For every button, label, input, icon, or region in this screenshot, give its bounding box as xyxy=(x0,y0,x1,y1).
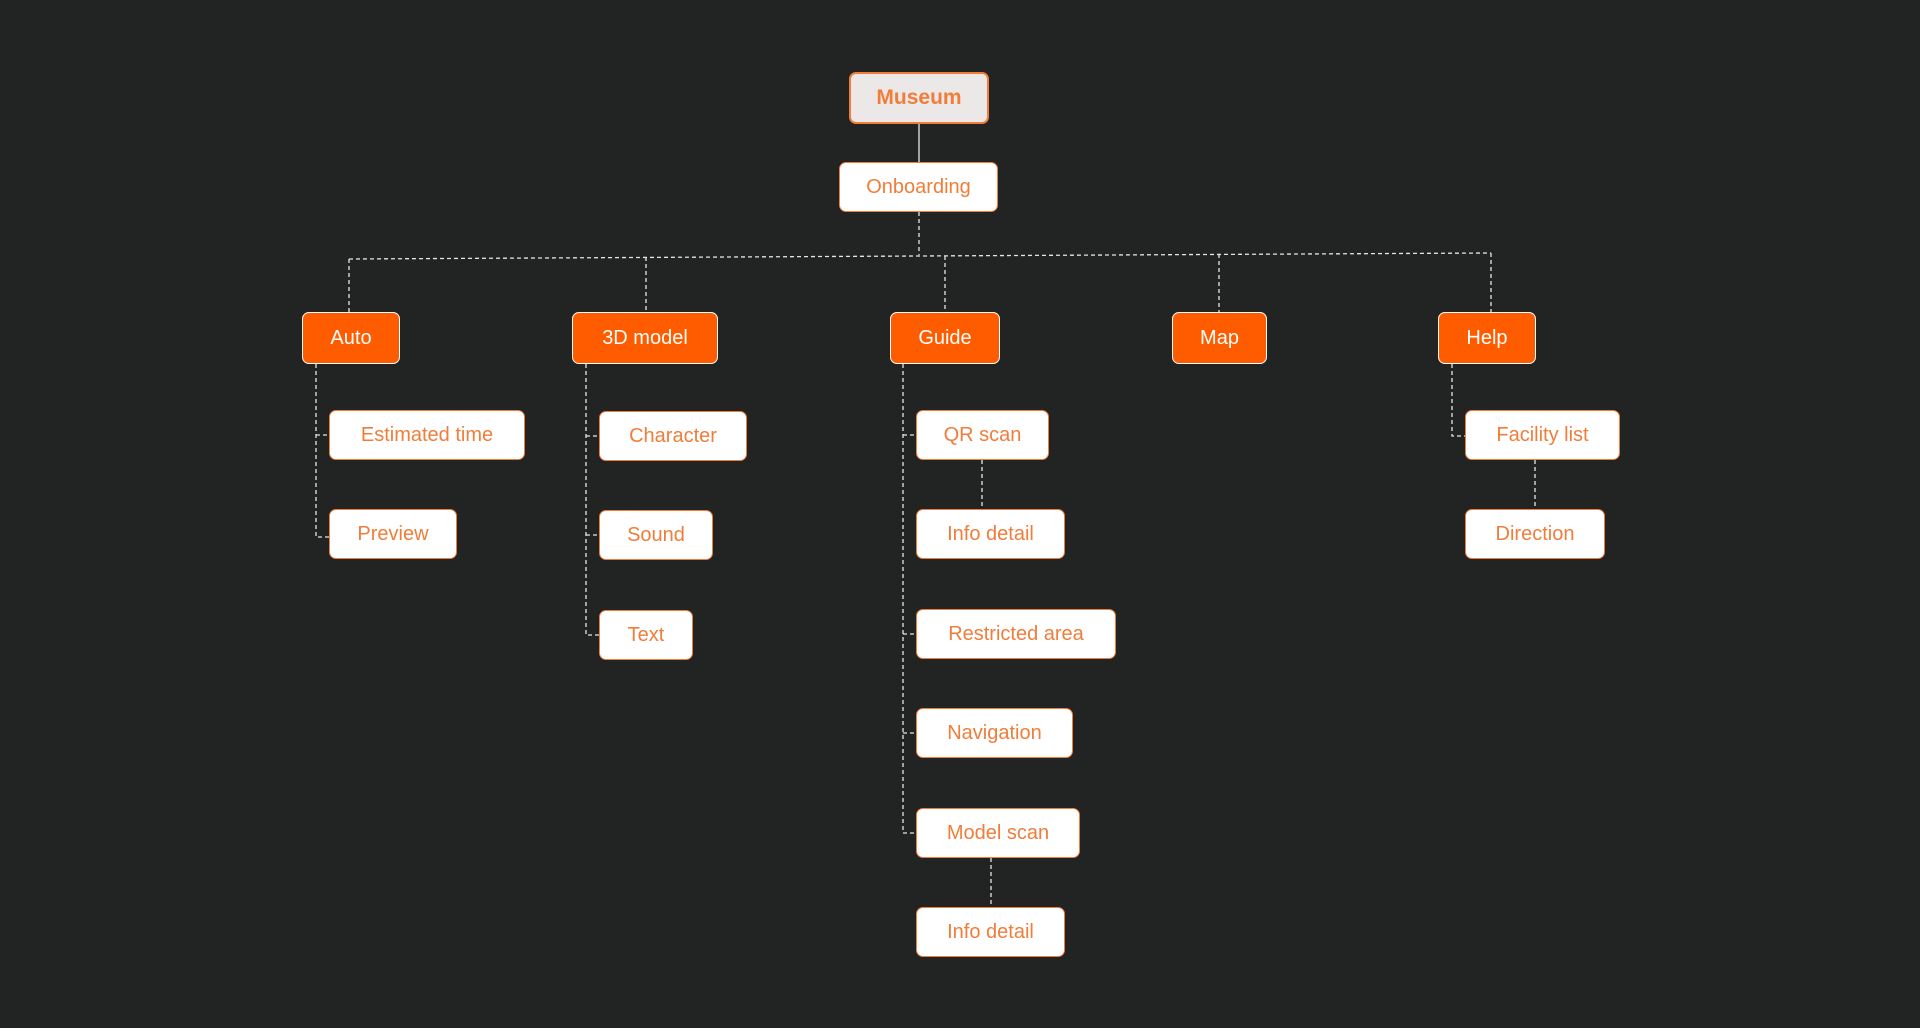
node-restricted-area[interactable]: Restricted area xyxy=(916,609,1116,659)
node-auto[interactable]: Auto xyxy=(302,312,400,364)
node-museum[interactable]: Museum xyxy=(849,72,989,124)
node-3d-model[interactable]: 3D model xyxy=(572,312,718,364)
node-character[interactable]: Character xyxy=(599,411,747,461)
node-sound[interactable]: Sound xyxy=(599,510,713,560)
node-navigation[interactable]: Navigation xyxy=(916,708,1073,758)
connector-auto-spine xyxy=(315,364,329,538)
node-text[interactable]: Text xyxy=(599,610,693,660)
node-help[interactable]: Help xyxy=(1438,312,1536,364)
connector-bus xyxy=(348,252,1492,260)
node-info-detail[interactable]: Info detail xyxy=(916,509,1065,559)
node-model-scan[interactable]: Model scan xyxy=(916,808,1080,858)
node-estimated-time[interactable]: Estimated time xyxy=(329,410,525,460)
connector-guide-spine xyxy=(902,364,916,834)
connector-help-spine xyxy=(1451,364,1465,437)
node-model-scan-info-detail[interactable]: Info detail xyxy=(916,907,1065,957)
node-facility-list[interactable]: Facility list xyxy=(1465,410,1620,460)
node-qr-scan[interactable]: QR scan xyxy=(916,410,1049,460)
node-preview[interactable]: Preview xyxy=(329,509,457,559)
node-map[interactable]: Map xyxy=(1172,312,1267,364)
node-direction[interactable]: Direction xyxy=(1465,509,1605,559)
node-onboarding[interactable]: Onboarding xyxy=(839,162,998,212)
connector-3d-model-spine xyxy=(585,364,599,636)
node-guide[interactable]: Guide xyxy=(890,312,1000,364)
